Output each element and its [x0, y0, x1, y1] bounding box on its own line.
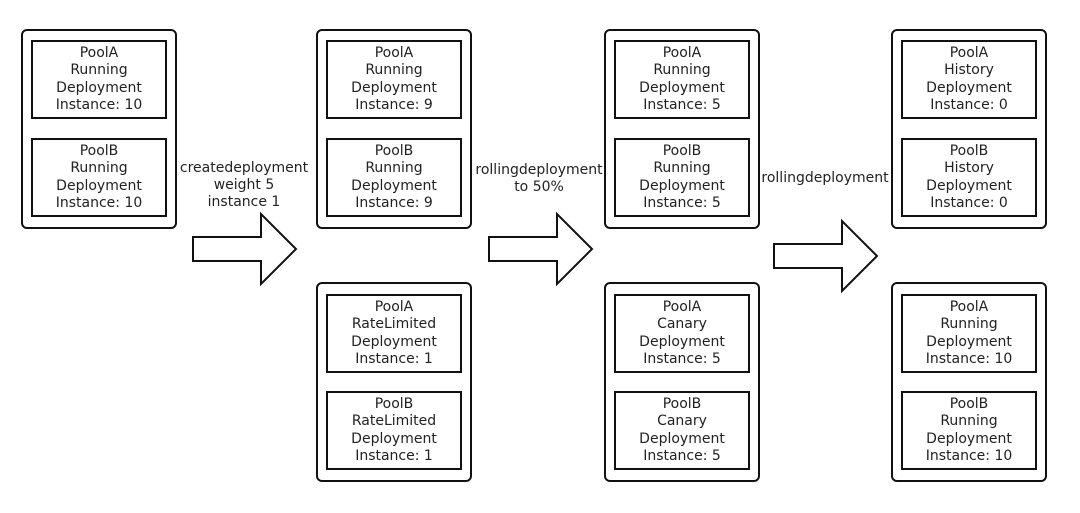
deployment-kind: Deployment	[351, 333, 437, 350]
pool-name: PoolB	[374, 395, 414, 412]
deployment-state: RateLimited	[351, 413, 437, 429]
instance-count: Instance: 5	[643, 448, 721, 464]
stage-2-card-pool-a-ratelimited: PoolA RateLimited Deployment Instance: 1	[326, 294, 462, 373]
deployment-kind: Deployment	[926, 79, 1012, 96]
transition-line: instance 1	[207, 194, 281, 210]
instance-count: Instance: 9	[355, 195, 433, 211]
deployment-kind: Deployment	[926, 333, 1012, 350]
deployment-state: Running	[653, 160, 711, 176]
deployment-kind: Deployment	[926, 177, 1012, 194]
instance-count: Instance: 10	[55, 97, 143, 113]
instance-count: Instance: 5	[643, 97, 721, 113]
transition-line: rollingdeployment	[475, 162, 603, 178]
instance-count: Instance: 10	[925, 351, 1013, 367]
transition-1-label: createdeployment weight 5 instance 1	[180, 160, 308, 211]
deployment-state: Running	[365, 160, 423, 176]
pool-name: PoolA	[949, 44, 989, 61]
deployment-state: Canary	[657, 316, 707, 332]
deployment-state: Running	[70, 62, 128, 78]
transition-2-label: rollingdeployment to 50%	[475, 162, 602, 196]
transition-3-arrow-icon	[773, 218, 879, 294]
pool-name: PoolB	[662, 142, 702, 159]
pool-name: PoolA	[949, 298, 989, 315]
stage-4-card-pool-b-running: PoolB Running Deployment Instance: 10	[901, 391, 1037, 470]
pool-name: PoolB	[374, 142, 414, 159]
stage-1-card-pool-b: PoolB Running Deployment Instance: 10	[31, 138, 167, 217]
pool-name: PoolA	[79, 44, 119, 61]
stage-3-card-pool-a-running: PoolA Running Deployment Instance: 5	[614, 40, 750, 119]
deployment-kind: Deployment	[351, 430, 437, 447]
stage-3-card-pool-a-canary: PoolA Canary Deployment Instance: 5	[614, 294, 750, 373]
instance-count: Instance: 10	[925, 448, 1013, 464]
deployment-kind: Deployment	[926, 430, 1012, 447]
deployment-state: Canary	[657, 413, 707, 429]
stage-2-card-pool-b-running: PoolB Running Deployment Instance: 9	[326, 138, 462, 217]
stage-2-card-pool-b-ratelimited: PoolB RateLimited Deployment Instance: 1	[326, 391, 462, 470]
instance-count: Instance: 0	[930, 195, 1008, 211]
deployment-state: Running	[70, 160, 128, 176]
pool-name: PoolB	[662, 395, 702, 412]
stage-2-card-pool-a-running: PoolA Running Deployment Instance: 9	[326, 40, 462, 119]
stage-4-card-pool-b-history: PoolB History Deployment Instance: 0	[901, 138, 1037, 217]
deployment-kind: Deployment	[351, 177, 437, 194]
pool-name: PoolA	[662, 298, 702, 315]
deployment-kind: Deployment	[56, 79, 142, 96]
pool-name: PoolA	[374, 298, 414, 315]
transition-line: weight 5	[213, 177, 275, 193]
pool-name: PoolB	[949, 395, 989, 412]
stage-4-card-pool-a-running: PoolA Running Deployment Instance: 10	[901, 294, 1037, 373]
deployment-state: Running	[365, 62, 423, 78]
pool-name: PoolA	[374, 44, 414, 61]
transition-line: createdeployment	[179, 160, 309, 176]
transition-2-arrow-icon	[488, 211, 594, 287]
instance-count: Instance: 1	[355, 448, 433, 464]
transition-line: rollingdeployment	[761, 170, 889, 186]
deployment-state: Running	[653, 62, 711, 78]
deployment-kind: Deployment	[639, 177, 725, 194]
transition-1-arrow-icon	[192, 211, 298, 287]
pool-name: PoolB	[79, 142, 119, 159]
instance-count: Instance: 5	[643, 351, 721, 367]
stage-1-card-pool-a: PoolA Running Deployment Instance: 10	[31, 40, 167, 119]
deployment-state: RateLimited	[351, 316, 437, 332]
instance-count: Instance: 9	[355, 97, 433, 113]
deployment-kind: Deployment	[351, 79, 437, 96]
stage-3-card-pool-b-canary: PoolB Canary Deployment Instance: 5	[614, 391, 750, 470]
deployment-state: Running	[940, 413, 998, 429]
deployment-kind: Deployment	[639, 430, 725, 447]
deployment-state: History	[944, 62, 994, 78]
instance-count: Instance: 1	[355, 351, 433, 367]
transition-line: to 50%	[514, 179, 564, 195]
instance-count: Instance: 0	[930, 97, 1008, 113]
pool-name: PoolB	[949, 142, 989, 159]
deployment-kind: Deployment	[56, 177, 142, 194]
deployment-state: History	[944, 160, 994, 176]
instance-count: Instance: 10	[55, 195, 143, 211]
deployment-state: Running	[940, 316, 998, 332]
deployment-kind: Deployment	[639, 79, 725, 96]
stage-3-card-pool-b-running: PoolB Running Deployment Instance: 5	[614, 138, 750, 217]
pool-name: PoolA	[662, 44, 702, 61]
transition-3-label: rollingdeployment	[761, 170, 888, 187]
deployment-kind: Deployment	[639, 333, 725, 350]
instance-count: Instance: 5	[643, 195, 721, 211]
stage-4-card-pool-a-history: PoolA History Deployment Instance: 0	[901, 40, 1037, 119]
